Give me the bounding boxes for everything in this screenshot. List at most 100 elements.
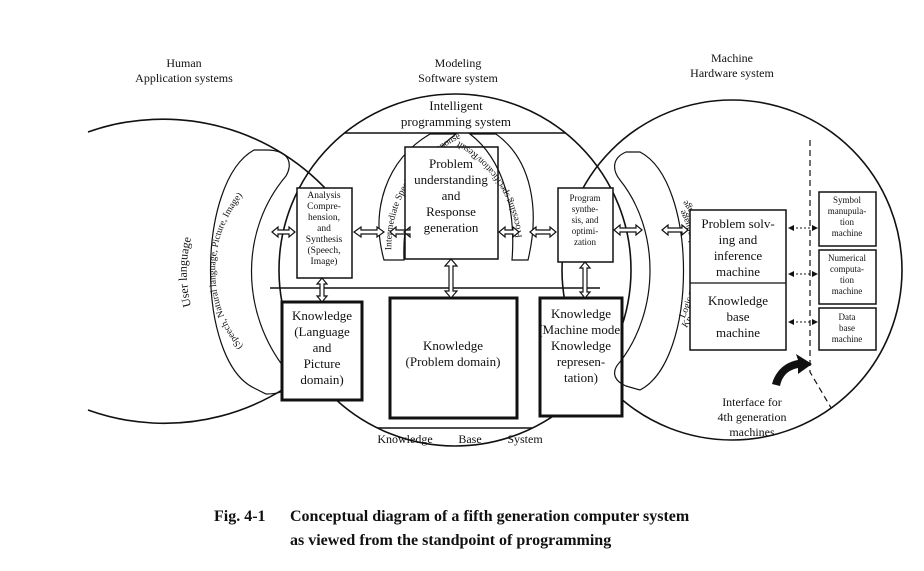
data-base-line: Data <box>839 312 856 322</box>
data-base-machine-box <box>818 307 877 351</box>
data-base-line: base <box>839 323 855 333</box>
knowledge-machine-text: Knowledge (Machine model Knowledge repre… <box>538 306 624 385</box>
header-machine: Machine Hardware system <box>690 51 774 80</box>
program-synthesis-line: sis, and <box>572 215 600 225</box>
knowledge-base-machine-text: Knowledge base machine <box>708 293 768 340</box>
analysis-line: Image) <box>311 256 338 267</box>
header-modeling-line1: Modeling <box>435 56 482 70</box>
kb-system-word: Base <box>458 432 481 446</box>
analysis-line: Compre- <box>307 202 341 212</box>
analysis-line: Synthesis <box>306 235 343 245</box>
problem-solving-line: Problem solv- <box>701 216 774 231</box>
kb-system-word: Knowledge <box>377 432 432 446</box>
program-synthesis-line: zation <box>574 237 596 247</box>
header-modeling: Modeling Software system <box>418 56 498 85</box>
numerical-line: machine <box>832 286 863 296</box>
knowledge-problem-line: (Problem domain) <box>406 354 501 369</box>
symbol-line: Symbol <box>833 195 862 205</box>
interface-line: Interface for <box>722 395 782 409</box>
numerical-line: tion <box>840 275 855 285</box>
knowledge-machine-line: Knowledge <box>551 338 611 353</box>
machine-circle <box>561 99 903 441</box>
numerical-computation-box <box>818 249 877 305</box>
arrow-program-logic-icon <box>613 223 643 237</box>
problem-understanding-line: understanding <box>414 172 488 187</box>
logic-language-band <box>614 151 685 391</box>
dotted-arrow-symbol-icon <box>788 225 818 231</box>
caption-line1: Conceptual diagram of a fifth generation… <box>290 508 690 525</box>
arrow-intermediate-problem-icon <box>389 225 411 239</box>
arrow-analysis-intermediate-icon <box>352 225 386 239</box>
problem-understanding-line: Problem <box>429 156 473 171</box>
symbol-manipulation-box <box>818 191 877 247</box>
knowledge-machine-line: tation) <box>564 370 598 385</box>
knowledge-base-machine-line: machine <box>716 325 760 340</box>
problem-understanding-box <box>404 146 499 260</box>
interface-line: 4th generation <box>718 410 787 424</box>
knowledge-language-line: (Language <box>294 324 350 339</box>
arrow-problem-processing-icon <box>498 225 520 239</box>
kb-system-word: System <box>507 432 543 446</box>
arrow-logic-inference-icon <box>661 223 689 237</box>
inference-machine-box <box>689 209 787 351</box>
header-human-line1: Human <box>166 56 201 70</box>
numerical-line: Numerical <box>828 253 866 263</box>
modeling-circle <box>278 93 632 447</box>
header-machine-line2: Hardware system <box>690 66 774 80</box>
knowledge-problem-box <box>388 296 519 420</box>
header-human: Human Application systems <box>135 56 233 85</box>
knowledge-problem-line: Knowledge <box>423 338 483 353</box>
user-language-label-text: User language <box>176 235 194 308</box>
problem-solving-line: machine <box>716 264 760 279</box>
knowledge-base-machine-line: Knowledge <box>708 293 768 308</box>
program-synthesis-text: Program synthe- sis, and optimi- zation <box>570 193 601 247</box>
figure-caption: Fig. 4-1 Conceptual diagram of a fifth g… <box>214 508 690 549</box>
knowledge-machine-line: (Machine model <box>538 322 624 337</box>
data-base-line: machine <box>832 334 863 344</box>
header-human-line2: Application systems <box>135 71 233 85</box>
data-base-text: Data base machine <box>832 312 863 344</box>
program-synthesis-line: optimi- <box>572 226 599 236</box>
program-synthesis-line: Program <box>570 193 601 203</box>
analysis-box <box>296 187 353 279</box>
program-synthesis-line: synthe- <box>572 204 599 214</box>
arrow-program-knowledge-icon <box>578 261 592 299</box>
knowledge-language-line: Picture <box>304 356 341 371</box>
interface-text: Interface for 4th generation machines <box>718 395 787 439</box>
user-language-band <box>209 149 290 395</box>
analysis-line: and <box>317 224 331 234</box>
problem-solving-text: Problem solv- ing and inference machine <box>701 216 774 279</box>
arrow-processing-program-icon <box>529 225 557 239</box>
knowledge-machine-line: represen- <box>557 354 605 369</box>
problem-solving-line: inference <box>714 248 763 263</box>
header-machine-line1: Machine <box>711 51 753 65</box>
kb-system-label: Knowledge Base System <box>377 432 543 446</box>
problem-understanding-line: generation <box>424 220 479 235</box>
symbol-line: machine <box>832 228 863 238</box>
numerical-line: computa- <box>830 264 864 274</box>
knowledge-language-box <box>280 300 364 402</box>
analysis-text: Analysis Compre- hension, and Synthesis … <box>306 191 343 267</box>
knowledge-language-text: Knowledge (Language and Picture domain) <box>292 308 352 387</box>
knowledge-language-line: and <box>313 340 332 355</box>
problem-understanding-line: and <box>442 188 461 203</box>
user-language-sub-text: (Speech, Natural language, Picture, Imag… <box>208 190 245 351</box>
program-synthesis-box <box>557 187 614 263</box>
knowledge-machine-line: Knowledge <box>551 306 611 321</box>
problem-understanding-line: Response <box>426 204 476 219</box>
numerical-text: Numerical computa- tion machine <box>828 253 866 296</box>
arrow-problem-knowledge-icon <box>443 258 459 299</box>
interface-line: machines <box>729 425 775 439</box>
knowledge-language-line: domain) <box>300 372 343 387</box>
arrow-analysis-knowledge-icon <box>315 277 329 303</box>
symbol-line: tion <box>840 217 855 227</box>
caption-line2: as viewed from the standpoint of program… <box>290 532 611 549</box>
intelligent-label-line2: programming system <box>401 114 511 129</box>
dotted-arrow-data-icon <box>788 319 818 325</box>
processing-spec-band <box>468 133 534 261</box>
intelligent-label-line1: Intelligent <box>429 98 483 113</box>
caption-label: Fig. 4-1 <box>214 508 266 525</box>
arrow-userlang-analysis-icon <box>271 225 296 239</box>
knowledge-base-machine-line: base <box>726 309 749 324</box>
